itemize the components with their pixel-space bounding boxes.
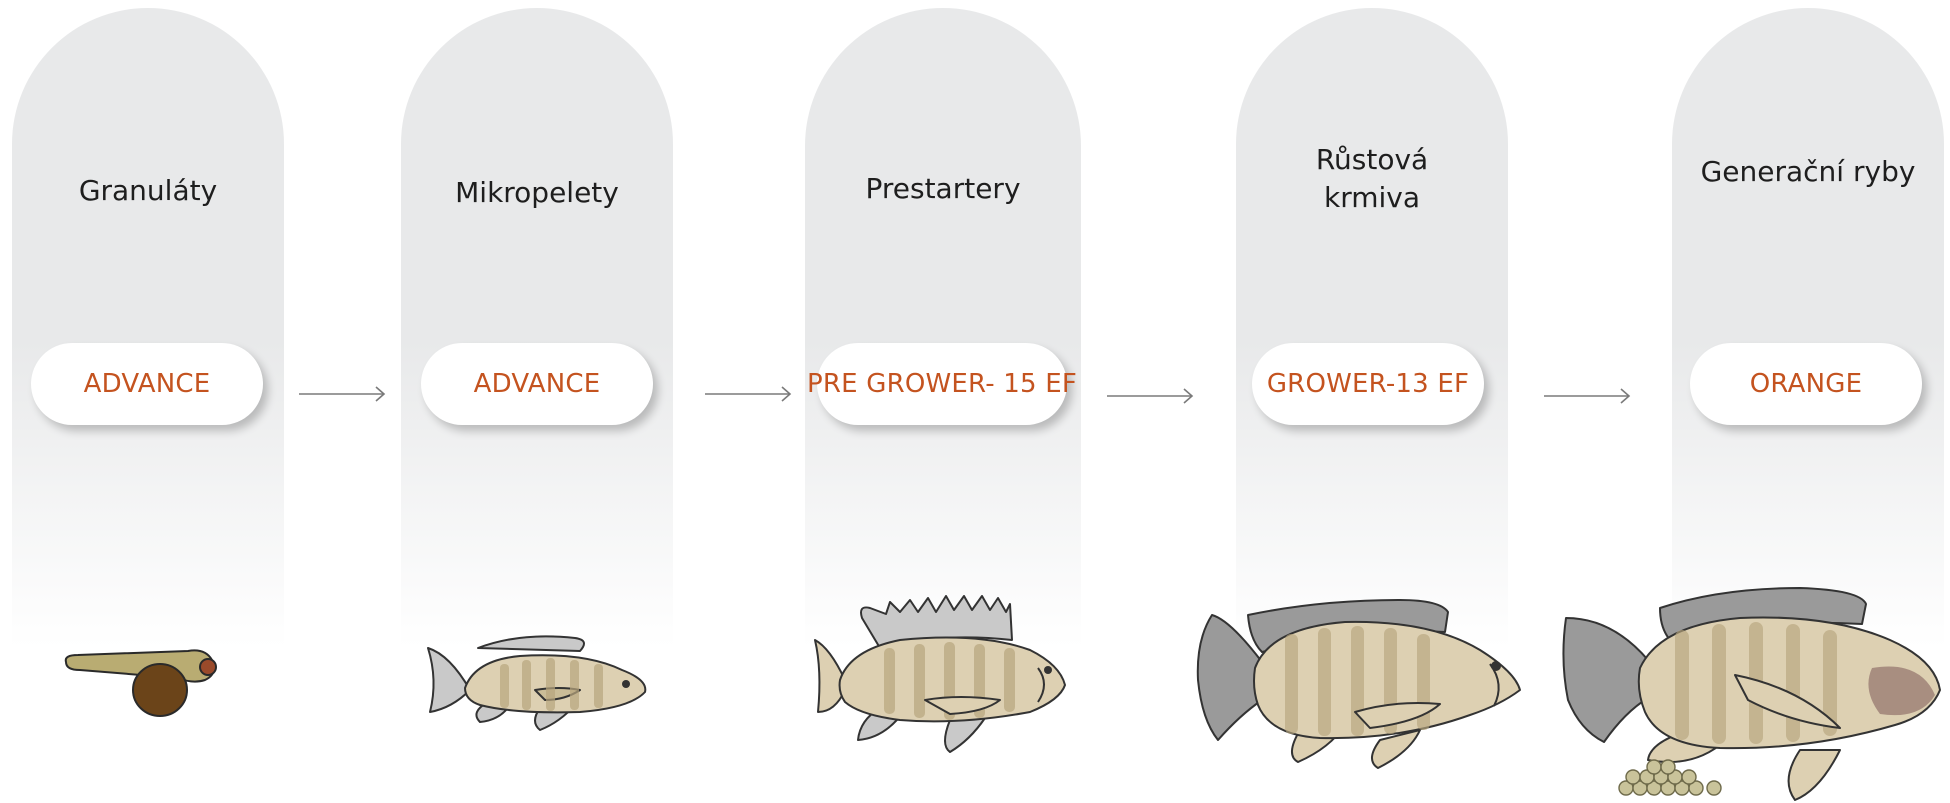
fingerling-fish-icon — [815, 596, 1065, 752]
larva-yolk-sac-icon — [66, 650, 216, 716]
broodstock-fish-eggs-icon — [1563, 588, 1940, 800]
fry-fish-icon — [428, 636, 645, 730]
grower-fish-icon — [1198, 600, 1520, 768]
